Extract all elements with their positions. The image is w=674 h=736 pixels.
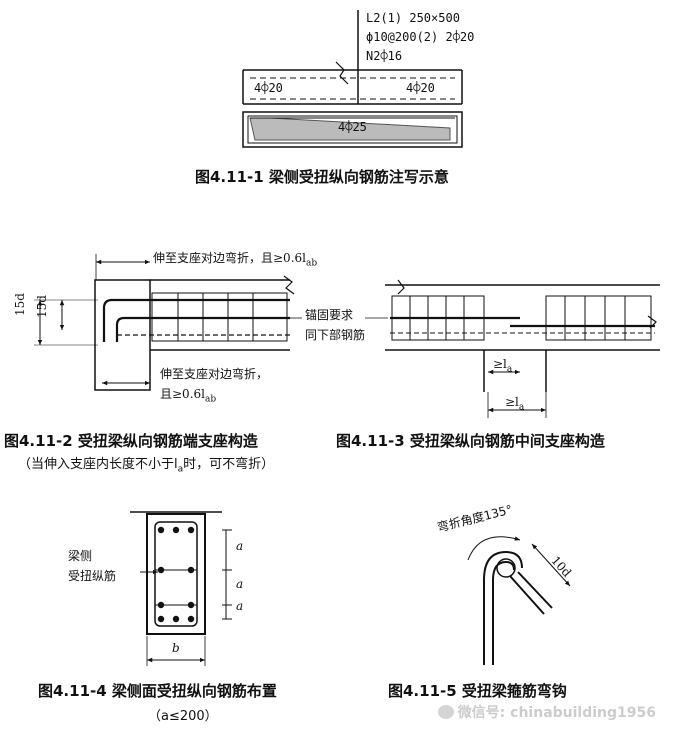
watermark: 微信号: chinabuilding1956 xyxy=(437,702,656,722)
fig4-label-line1: 梁侧 xyxy=(68,549,93,563)
fig2-top-note: 伸至支座对边弯折，且≥0.6lab xyxy=(153,251,318,269)
fig4-dim-a3: a xyxy=(236,599,244,613)
fig2-note: （当伸入支座内长度不小于la时，可不弯折） xyxy=(18,457,275,475)
fig4-cross-section xyxy=(130,511,232,666)
fig1-beam-elevation xyxy=(242,10,463,148)
fig5-caption: 图4.11-5 受扭梁箍筋弯钩 xyxy=(388,682,567,700)
fig5-stirrup-hook xyxy=(467,536,571,665)
fig3-anchor-line2: 同下部钢筋 xyxy=(305,328,366,342)
fig1-bottom-bars: 4⌽25 xyxy=(338,120,367,134)
fig2-bottom-note-line1: 伸至支座对边弯折， xyxy=(160,367,269,381)
fig4-label-line2: 受扭纵筋 xyxy=(68,569,117,583)
fig2-end-support xyxy=(34,254,302,391)
fig1-torsion-bars: N2⌽16 xyxy=(366,49,403,63)
fig4-note: （a≤200） xyxy=(148,709,218,724)
fig2-caption: 图4.11-2 受扭梁纵向钢筋端支座构造 xyxy=(4,432,258,450)
fig4-dim-a1: a xyxy=(236,539,244,553)
fig1-top-right-bars: 4⌽20 xyxy=(406,81,435,95)
fig4-dim-b: b xyxy=(172,641,180,655)
fig2-dim-outer: 15d xyxy=(13,293,27,316)
fig4-caption: 图4.11-4 梁侧面受扭纵向钢筋布置 xyxy=(38,682,277,700)
fig2-dim-inner: 15d xyxy=(35,295,49,318)
fig1-caption: 图4.11-1 梁侧受扭纵向钢筋注写示意 xyxy=(195,168,449,186)
fig3-caption: 图4.11-3 受扭梁纵向钢筋中间支座构造 xyxy=(336,432,605,450)
fig2-bottom-note-line2: 且≥0.6lab xyxy=(160,387,217,405)
fig3-anchor-line1: 锚固要求 xyxy=(305,308,354,322)
fig1-top-left-bars: 4⌽20 xyxy=(254,81,283,95)
fig4-dim-a2: a xyxy=(236,577,244,591)
fig3-la-upper: ≥la xyxy=(493,357,513,375)
fig1-stirrup-spec: ϕ10@200(2) 2⌽20 xyxy=(366,30,475,44)
wechat-icon xyxy=(437,705,454,719)
fig3-la-lower: ≥la xyxy=(505,395,525,413)
fig1-beam-mark: L2(1) 250×500 xyxy=(366,11,460,25)
fig3-intermediate-support xyxy=(365,279,660,418)
